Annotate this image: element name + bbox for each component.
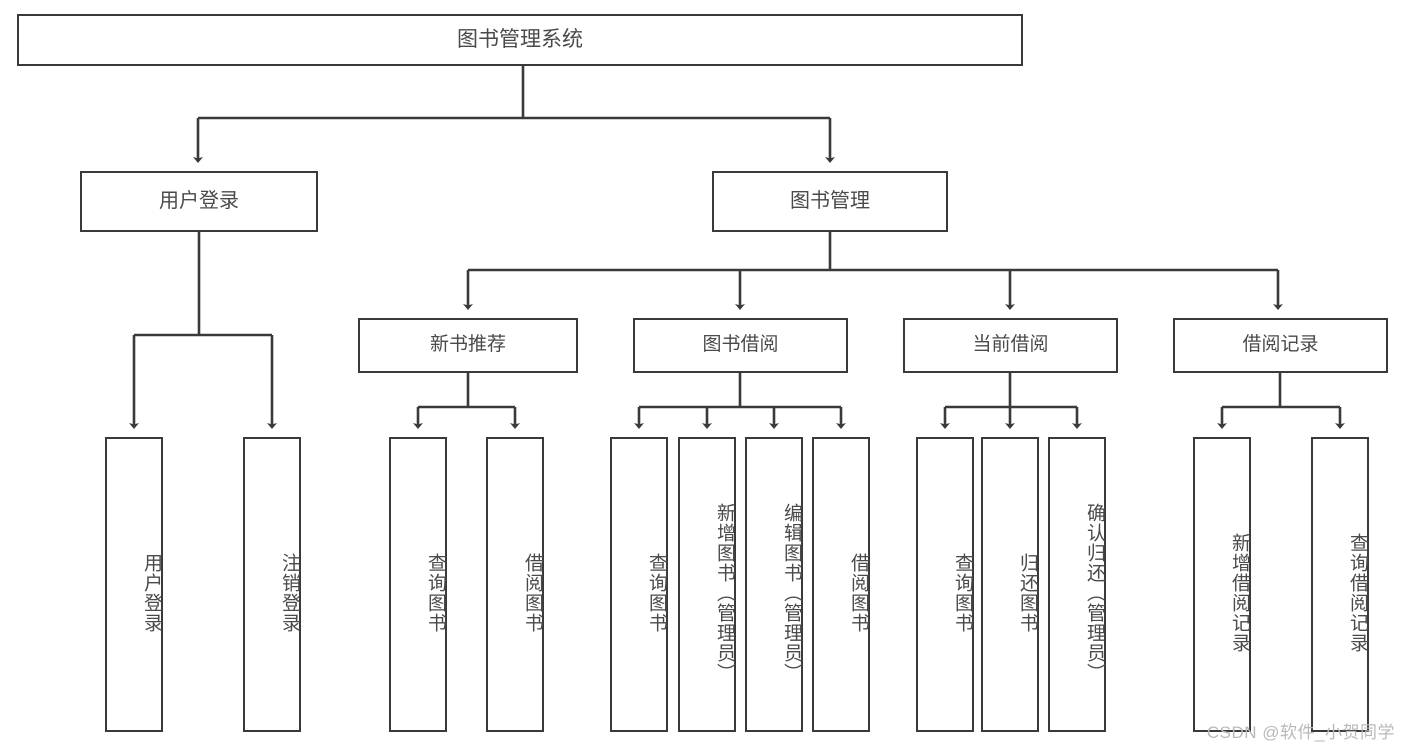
node-new-book-rec[interactable]: 新书推荐 [358, 318, 578, 373]
leaf-user-login[interactable]: 用户登录 [105, 437, 163, 732]
node-label: 借阅图书 [522, 552, 543, 633]
node-user-login[interactable]: 用户登录 [80, 171, 318, 232]
node-label: 编辑图书（管理员） [781, 502, 802, 683]
node-label: 图书管理系统 [457, 27, 583, 51]
node-book-borrow[interactable]: 图书借阅 [633, 318, 848, 373]
leaf-query-book-recommend[interactable]: 查询图书 [389, 437, 447, 732]
node-label: 查询图书 [425, 552, 446, 633]
node-book-manage[interactable]: 图书管理 [712, 171, 948, 232]
leaf-confirm-return-admin[interactable]: 确认归还（管理员） [1048, 437, 1106, 732]
leaf-return-book[interactable]: 归还图书 [981, 437, 1039, 732]
leaf-query-book-borrow[interactable]: 查询图书 [610, 437, 668, 732]
leaf-borrow-book[interactable]: 借阅图书 [812, 437, 870, 732]
node-label: 新书推荐 [429, 334, 506, 356]
node-label: 查询借阅记录 [1347, 532, 1368, 653]
node-label: 借阅记录 [1242, 334, 1319, 356]
node-label: 借阅图书 [848, 552, 869, 633]
node-current-borrow[interactable]: 当前借阅 [903, 318, 1118, 373]
node-label: 图书管理 [790, 189, 870, 212]
leaf-query-book-current[interactable]: 查询图书 [916, 437, 974, 732]
node-label: 归还图书 [1017, 552, 1038, 633]
node-label: 查询图书 [646, 552, 667, 633]
watermark-text: CSDN @软件_小贺同学 [1206, 723, 1395, 742]
node-label: 当前借阅 [972, 334, 1049, 356]
node-root[interactable]: 图书管理系统 [17, 14, 1023, 66]
leaf-add-borrow-record[interactable]: 新增借阅记录 [1193, 437, 1251, 732]
leaf-query-borrow-record[interactable]: 查询借阅记录 [1311, 437, 1369, 732]
node-label: 新增借阅记录 [1229, 532, 1250, 653]
leaf-borrow-book-recommend[interactable]: 借阅图书 [486, 437, 544, 732]
node-label: 确认归还（管理员） [1084, 502, 1105, 683]
node-label: 注销登录 [279, 552, 300, 633]
leaf-edit-book-admin[interactable]: 编辑图书（管理员） [745, 437, 803, 732]
leaf-add-book-admin[interactable]: 新增图书（管理员） [678, 437, 736, 732]
node-label: 新增图书（管理员） [714, 502, 735, 683]
leaf-user-logout[interactable]: 注销登录 [243, 437, 301, 732]
node-label: 用户登录 [141, 552, 162, 633]
node-label: 查询图书 [952, 552, 973, 633]
node-label: 用户登录 [159, 189, 239, 212]
node-borrow-record[interactable]: 借阅记录 [1173, 318, 1388, 373]
node-label: 图书借阅 [702, 334, 779, 356]
